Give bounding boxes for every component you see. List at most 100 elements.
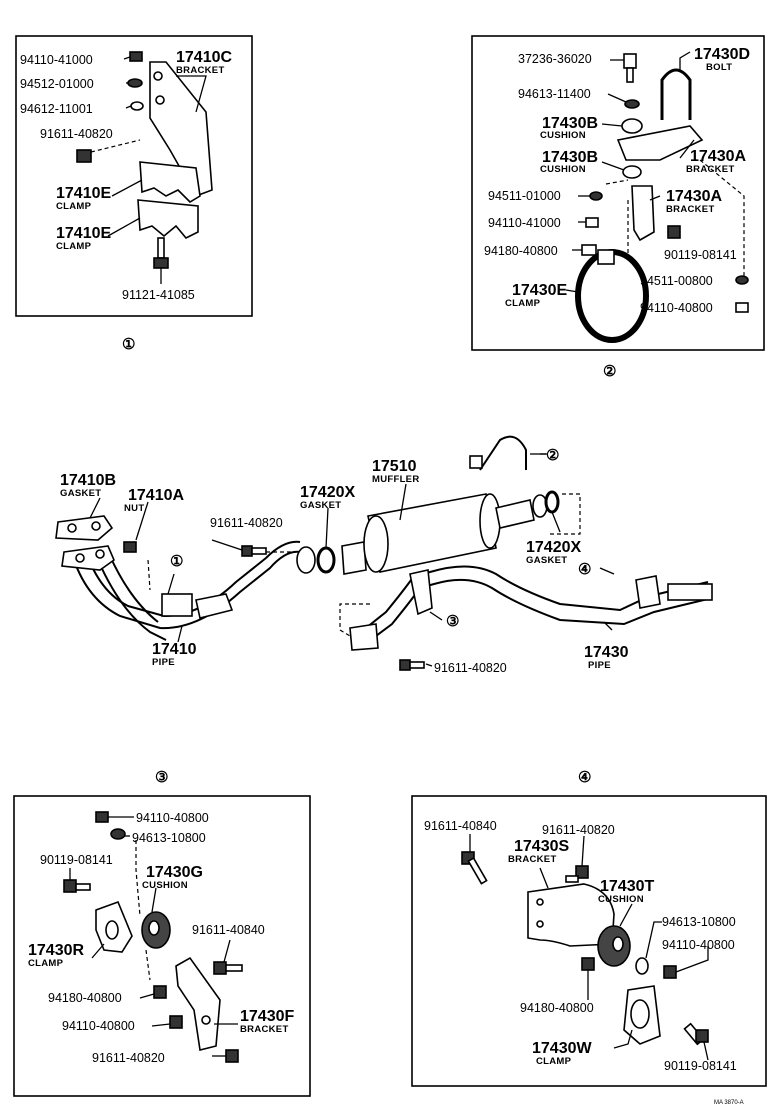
clamp-tab: [597, 249, 615, 265]
bolt-head-icon: [63, 879, 77, 893]
washer-icon: [735, 275, 749, 285]
label-17430e: 17430E: [512, 282, 567, 299]
panel-2-number: ②: [603, 363, 616, 380]
label-17430w: 17430W: [532, 1040, 592, 1057]
label-17410e-1: 17410E: [56, 185, 111, 202]
label-clamp-2: CLAMP: [56, 241, 92, 252]
label-17430: 17430: [584, 644, 629, 661]
label-muffler: MUFFLER: [372, 474, 419, 485]
panel-2-frame: [471, 35, 765, 351]
panel-4: ④ 91611-40840 91611-40820 17430S BRACKET…: [411, 769, 767, 1087]
label-94110-40800: 94110-40800: [640, 301, 713, 315]
bolt-head-icon: [667, 225, 681, 239]
cushion-hole: [612, 936, 624, 952]
label-17420x-1: 17420X: [300, 484, 355, 501]
bracket-hole: [153, 71, 163, 81]
u-bolt-shape: [660, 68, 692, 120]
label-bracket: BRACKET: [508, 854, 557, 865]
label-91121-41085: 91121-41085: [122, 288, 195, 302]
clamp-17430e-band: [575, 249, 649, 343]
label-17510: 17510: [372, 458, 417, 475]
washer-icon: [127, 78, 143, 88]
label-17430a-2: 17430A: [666, 188, 722, 205]
muffler-rear-end: [479, 493, 501, 549]
bracket-17430a-lower: [631, 185, 655, 242]
clamp-lower-shape: [137, 199, 199, 239]
pipe-joint: [195, 593, 234, 619]
label-91611-40820: 91611-40820: [92, 1051, 165, 1065]
panel-4-frame: [411, 795, 767, 1087]
nut-icon: [169, 1015, 183, 1029]
label-17430d: 17430D: [694, 46, 750, 63]
nut-17410a-icon: [123, 541, 137, 553]
washer-icon: [635, 957, 649, 975]
label-17430r: 17430R: [28, 942, 84, 959]
washer-icon: [589, 191, 603, 201]
clamp-hole: [630, 999, 650, 1029]
label-17430a-1: 17430A: [690, 148, 746, 165]
nut-icon: [581, 957, 595, 971]
bolt-shank-icon: [251, 547, 267, 555]
tail-pipe-flange: [349, 623, 379, 651]
label-94110-40800: 94110-40800: [662, 938, 735, 952]
nut-icon: [585, 217, 599, 228]
nut-icon: [153, 985, 167, 999]
label-91611-40820-a: 91611-40820: [210, 516, 283, 530]
label-gasket-x2: GASKET: [526, 555, 567, 566]
nut-icon: [663, 965, 677, 979]
label-cushion-2: CUSHION: [540, 164, 586, 175]
gasket-17420x-2-shape: [544, 490, 560, 514]
pipe-17410-branch: [97, 559, 167, 641]
cushion-icon: [621, 118, 643, 134]
label-94511-00800: 94511-00800: [640, 274, 713, 288]
bolt-head-icon: [213, 961, 227, 975]
label-cushion: CUSHION: [598, 894, 644, 905]
bolt-head-icon: [225, 1049, 239, 1063]
bracket-17430a-upper: [616, 125, 704, 161]
callout-4: ④: [578, 561, 591, 578]
figure-reference: MA 3870-A: [714, 1100, 744, 1106]
main-assembly: 17410B GASKET 17410A NUT 91611-40820 174…: [55, 435, 713, 675]
label-cushion: CUSHION: [142, 880, 188, 891]
panel-1-frame: [15, 35, 253, 317]
label-91611-40820: 91611-40820: [40, 127, 113, 141]
label-clamp: CLAMP: [28, 958, 64, 969]
muffler-outlet-pipe: [495, 499, 535, 529]
label-37236-36020: 37236-36020: [518, 52, 592, 66]
label-17430b-1: 17430B: [542, 115, 598, 132]
bracket-17430f-shape: [175, 956, 221, 1051]
label-clamp: CLAMP: [505, 298, 541, 309]
muffler-inlet-flange: [341, 541, 367, 575]
bolt-head-icon: [153, 257, 169, 269]
label-pipe-2: PIPE: [588, 660, 611, 671]
label-94511-01000: 94511-01000: [488, 189, 561, 203]
label-clamp-1: CLAMP: [56, 201, 92, 212]
label-91611-40820: 91611-40820: [542, 823, 615, 837]
label-bolt: BOLT: [706, 62, 732, 73]
label-17430t: 17430T: [600, 878, 654, 895]
washer-icon: [130, 101, 144, 111]
hanger-bracket: [469, 455, 483, 469]
bolt-shank-icon: [157, 237, 165, 259]
label-pipe-1: PIPE: [152, 657, 175, 668]
label-90119-08141: 90119-08141: [40, 853, 113, 867]
nut-icon: [735, 302, 749, 313]
pipe-17410-branch-2: [109, 555, 159, 623]
label-17410: 17410: [152, 641, 197, 658]
label-94613-10800: 94613-10800: [132, 831, 206, 845]
label-17410b: 17410B: [60, 472, 116, 489]
nut-icon: [129, 51, 143, 62]
label-90119-08141: 90119-08141: [664, 1059, 737, 1073]
panel-2: 37236-36020 17430D BOLT 94613-11400 1743…: [471, 35, 765, 380]
label-17420x-2: 17420X: [526, 539, 581, 556]
panel-3-number: ③: [155, 769, 168, 786]
cushion-hole: [148, 920, 160, 936]
bolt-head-icon: [695, 1029, 709, 1043]
bolt-shank-icon: [565, 875, 579, 883]
label-clamp: CLAMP: [536, 1056, 572, 1067]
label-17410a: 17410A: [128, 487, 184, 504]
pipe-flange: [61, 545, 115, 571]
washer-icon: [624, 99, 640, 109]
label-91611-40820-b: 91611-40820: [434, 661, 507, 675]
